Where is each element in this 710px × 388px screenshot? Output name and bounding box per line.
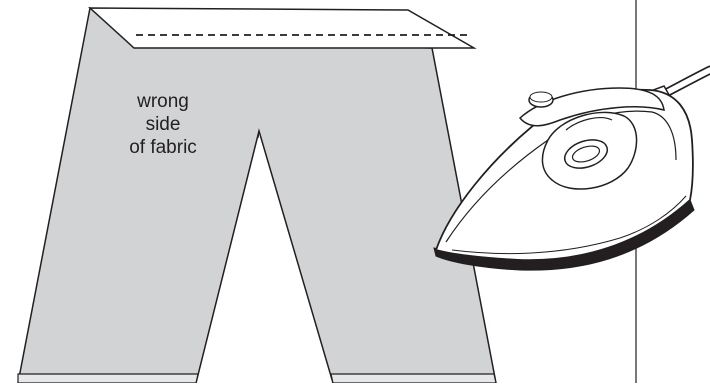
trousers-shape xyxy=(17,6,497,384)
fabric-side-label: wrong side of fabric xyxy=(108,90,218,159)
iron-handle xyxy=(518,87,665,127)
iron-side-line xyxy=(451,195,687,255)
label-line-1: wrong xyxy=(137,91,189,112)
clothes-iron-icon xyxy=(433,65,710,271)
iron-dial-center xyxy=(571,145,601,163)
iron-steam-button-top xyxy=(529,91,553,103)
right-leg-hem xyxy=(330,373,497,384)
crotch-seam xyxy=(257,130,260,139)
label-line-3: of fabric xyxy=(129,137,197,158)
label-line-2: side xyxy=(145,114,181,135)
iron-water-window xyxy=(565,117,613,131)
folded-waistband-hem xyxy=(88,7,477,49)
left-leg-hem xyxy=(17,373,199,384)
